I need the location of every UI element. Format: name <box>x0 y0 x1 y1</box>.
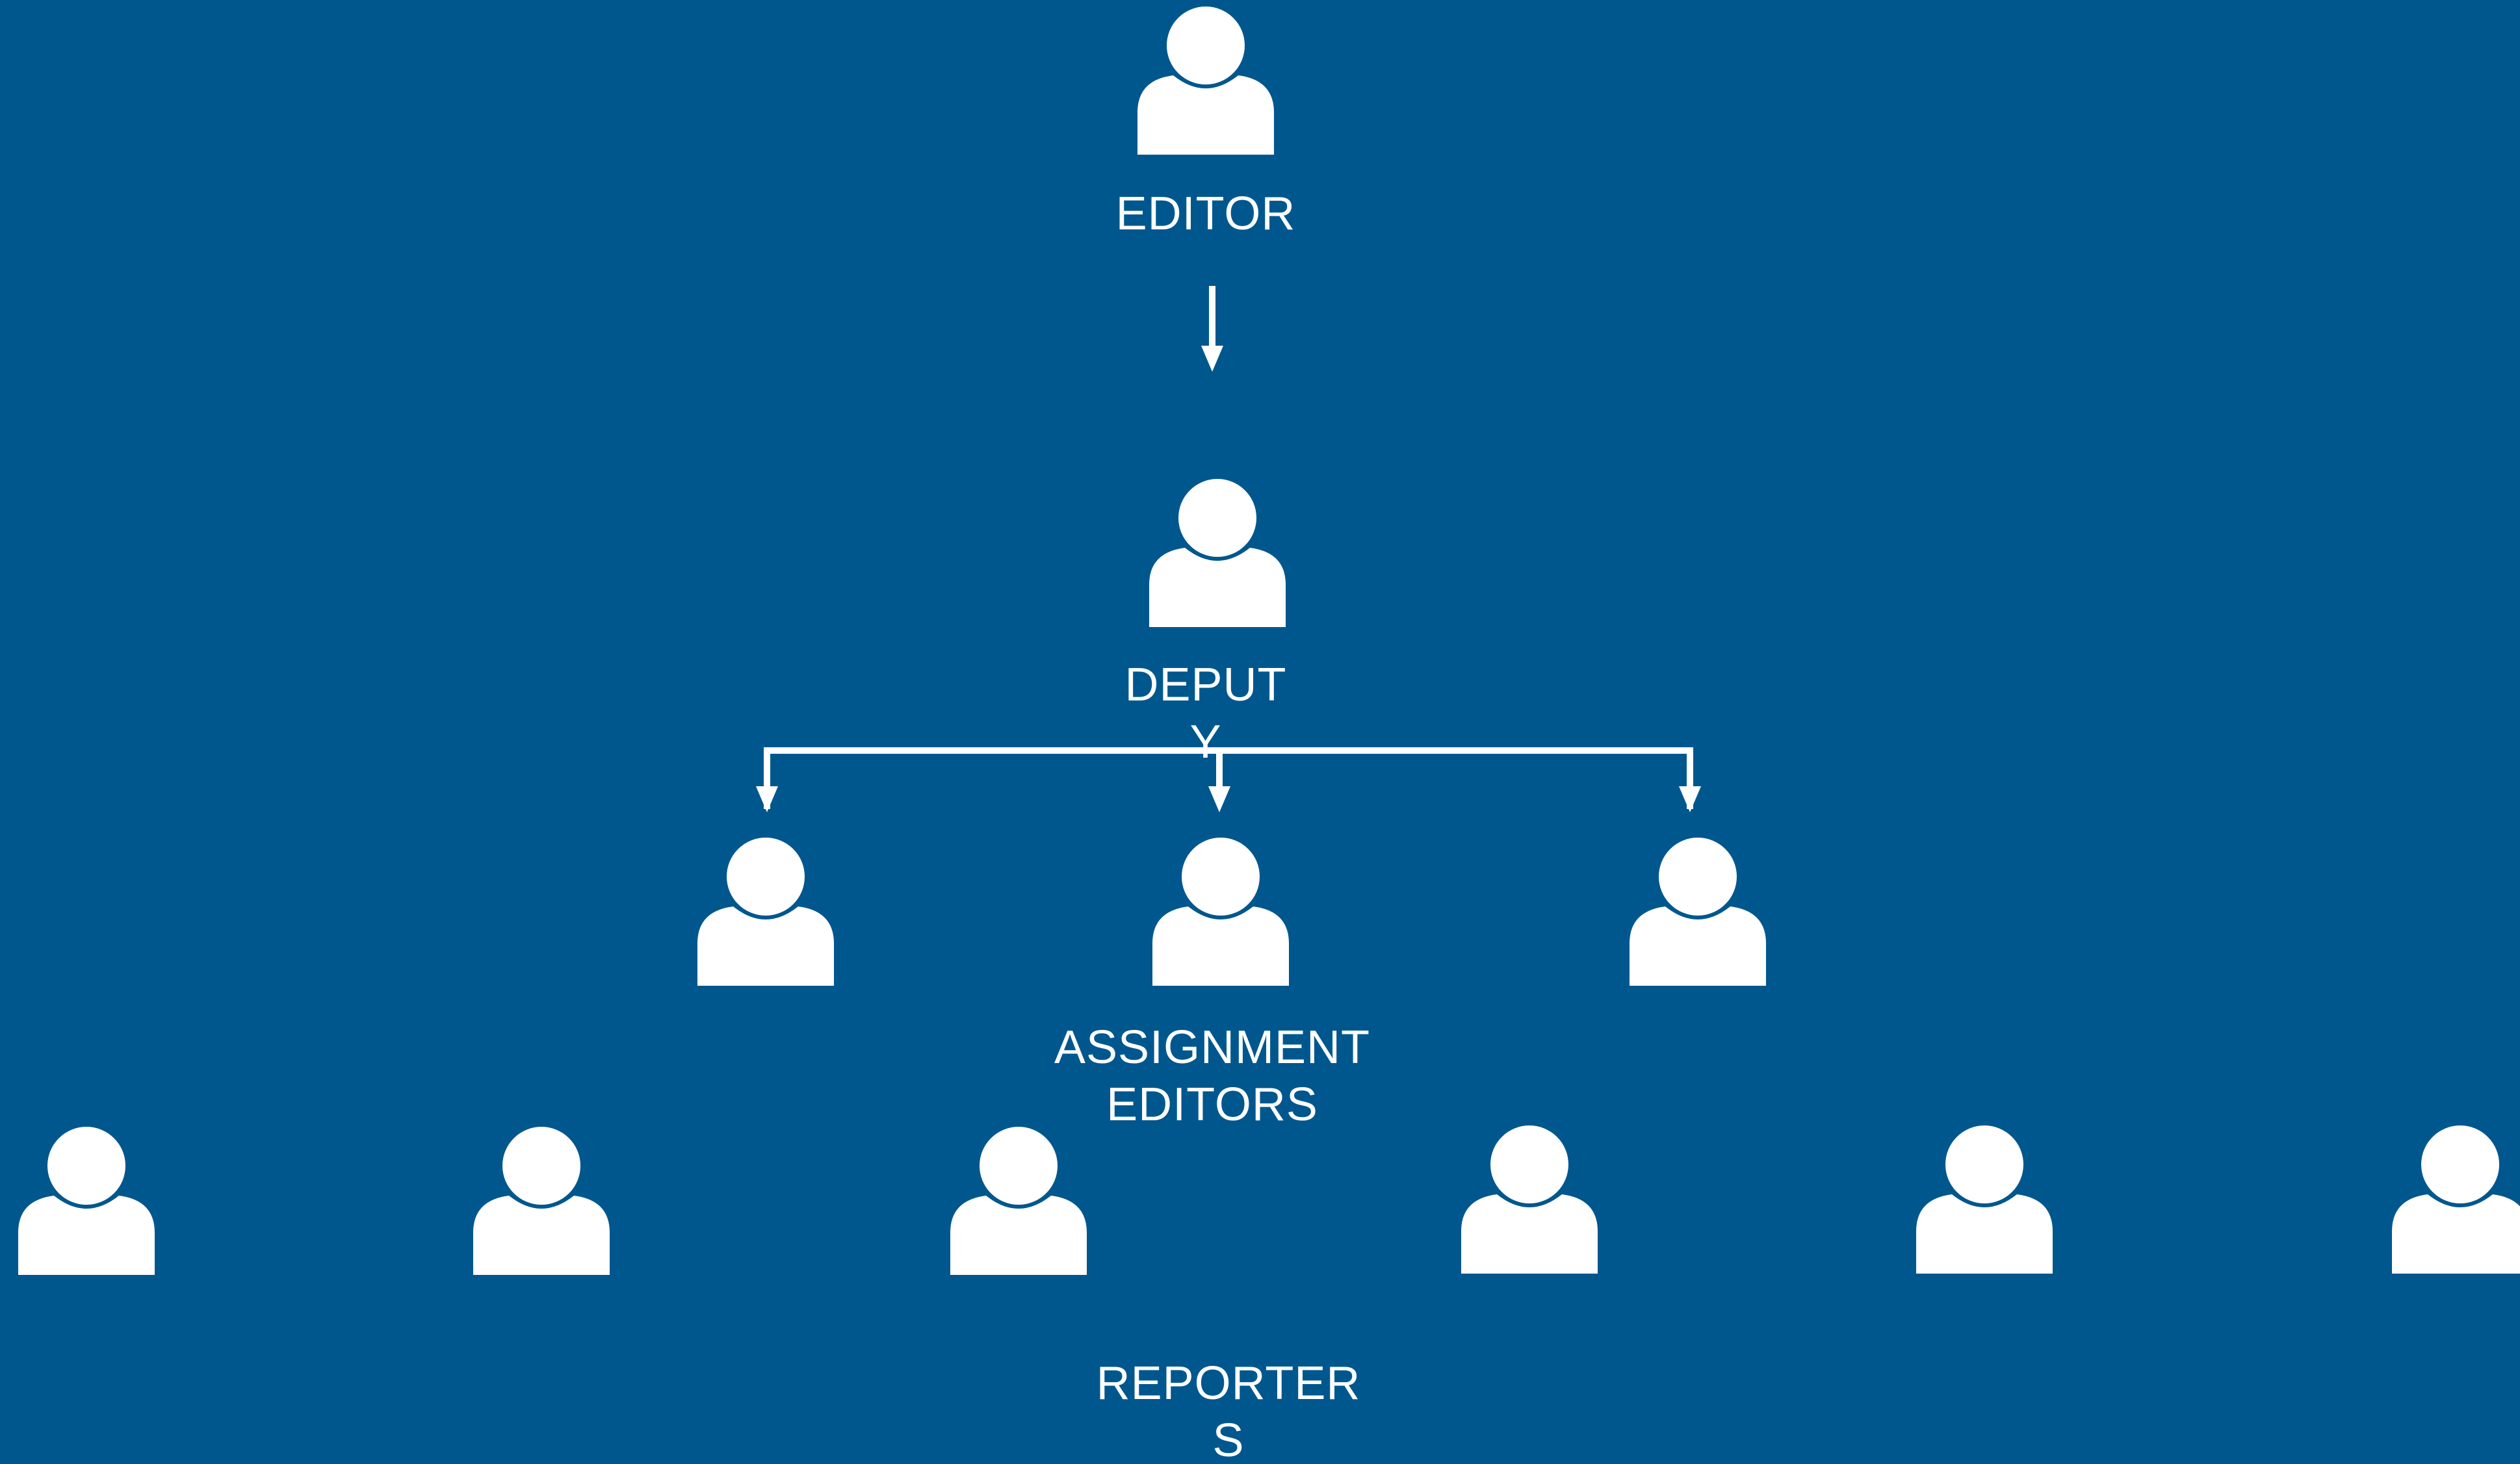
assignment-editors-label: ASSIGNMENT EDITORS <box>1054 1021 1371 1131</box>
person-icon <box>1630 836 1766 986</box>
person-icon <box>697 836 834 986</box>
arrow-editor-to-deputy <box>1201 286 1223 372</box>
person-icon <box>1916 1124 2053 1274</box>
person-icon <box>18 1125 155 1275</box>
person-icon <box>473 1125 610 1275</box>
person-icon <box>1137 5 1274 155</box>
deputy-label: DEPUT Y <box>1124 659 1287 768</box>
person-icon <box>2392 1124 2520 1274</box>
person-icon <box>950 1125 1087 1275</box>
person-icon <box>1149 478 1286 627</box>
editor-label: EDITOR <box>1115 188 1296 240</box>
arrow-deputy-to-assignment-editors <box>756 747 1701 812</box>
person-icon <box>1152 836 1289 986</box>
reporters-label: REPORTER S <box>1096 1357 1361 1464</box>
person-icon <box>1461 1124 1598 1274</box>
